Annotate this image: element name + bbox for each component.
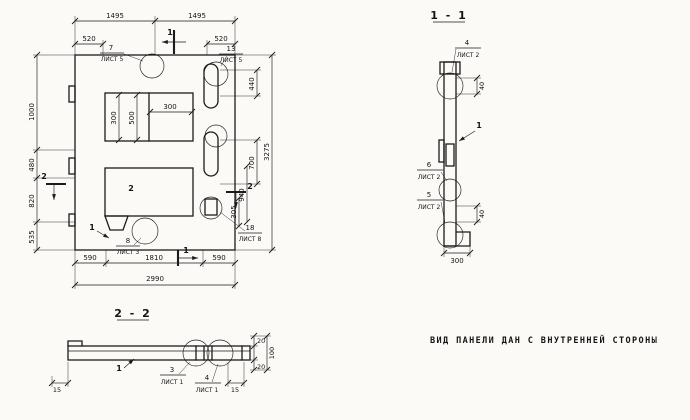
s11-callout-top-num: 4 (465, 39, 470, 47)
callout-right-sheet: ЛИСТ 8 (239, 236, 262, 243)
section-2-2-detail-circles (182, 339, 234, 367)
section-2-2-profile (67, 340, 251, 361)
left-lug-bottom (68, 213, 76, 227)
item-mark-1: 1 (89, 223, 95, 232)
dim-590-left: 590 (83, 254, 96, 262)
s22-dim-15-right: 15 (231, 386, 239, 394)
plan-detail-circles (131, 53, 229, 245)
left-lug-top (68, 85, 76, 103)
s11-callout-bottom-sheet: ЛИСТ 2 (418, 204, 441, 211)
callout-right-num: 18 (246, 224, 255, 232)
s22-callout-right-num: 4 (205, 374, 210, 382)
dim-3275: 3275 (263, 143, 271, 161)
section-1-1: 1 - 1 4 ЛИСТ 2 6 ЛИСТ 2 5 ЛИСТ 2 1 (417, 9, 486, 265)
section-2-2-title: 2 - 2 (114, 307, 152, 320)
s11-item-mark-1: 1 (476, 121, 482, 130)
detail-circle-top-right (203, 61, 229, 87)
detail-circle-bottom (131, 217, 159, 245)
s22-dim-20-top: 20 (257, 337, 265, 345)
section-bottom-foot (443, 231, 471, 247)
panel-view-note: ВИД ПАНЕЛИ ДАН С ВНУТРЕННЕЙ СТОРОНЫ (430, 334, 658, 346)
s11-callout-mid-sheet: ЛИСТ 2 (418, 174, 441, 181)
section-2-2-dimension-ticks (48, 332, 271, 387)
section-mid-lug (438, 139, 445, 163)
s22-dim-100: 100 (268, 347, 276, 359)
section-mark-1-bottom: 1 (183, 246, 189, 255)
plan-view: 1495 1495 520 520 1000 480 820 535 3275 … (28, 12, 276, 289)
callout-bottom-num: 8 (126, 237, 130, 245)
s11-dim-40-top: 40 (478, 82, 486, 90)
plan-section-marks: 1 1 2 2 (41, 28, 253, 266)
item-mark-2: 2 (128, 184, 134, 193)
dim-305: 305 (230, 205, 238, 218)
dim-1810: 1810 (145, 254, 163, 262)
section-2-2-dimension-lines (52, 336, 268, 384)
detail-circle-top-left (139, 53, 165, 79)
s11-dim-300: 300 (450, 257, 463, 265)
section-mark-2-left: 2 (41, 172, 47, 181)
section-2-2: 2 - 2 1 3 ЛИСТ 1 4 ЛИСТ 1 (48, 307, 276, 394)
dim-1495-left: 1495 (106, 12, 124, 20)
s11-callout-mid-num: 6 (427, 161, 432, 169)
dim-2990: 2990 (146, 275, 164, 283)
plan-callouts: 7 ЛИСТ 5 13 ЛИСТ 5 18 ЛИСТ 8 8 ЛИСТ 3 (100, 44, 262, 256)
s22-callout-left-sheet: ЛИСТ 1 (161, 379, 184, 386)
dim-520-left: 520 (82, 35, 95, 43)
dim-1495-right: 1495 (188, 12, 206, 20)
s11-callout-bottom-num: 5 (427, 191, 431, 199)
dim-440: 440 (248, 77, 256, 90)
callout-top-left-num: 7 (109, 44, 113, 52)
detail-circle-bottom-right (199, 196, 223, 220)
dim-1000: 1000 (28, 103, 36, 121)
detail-circle-right-mid (204, 124, 228, 148)
s22-callout-left-num: 3 (170, 366, 174, 374)
dim-820: 820 (28, 194, 36, 207)
dim-300-vertical: 300 (110, 111, 118, 124)
bottom-recess (104, 215, 129, 231)
section-1-1-extension-lines (443, 77, 481, 257)
dim-520-right: 520 (214, 35, 227, 43)
section-1-1-dimension-ticks (440, 74, 481, 257)
callout-top-left-sheet: ЛИСТ 5 (101, 56, 124, 63)
section-1-1-dimension-lines (444, 78, 478, 254)
s22-dim-15-left: 15 (53, 386, 61, 394)
dim-940: 940 (238, 188, 246, 201)
right-slot-bottom (203, 131, 219, 177)
s11-dim-40-bottom: 40 (478, 210, 486, 218)
section-1-1-profile (438, 61, 471, 247)
section-1-1-detail-circles (436, 72, 464, 249)
s22-dim-20-bottom: 20 (257, 363, 265, 371)
callout-bottom-sheet: ЛИСТ 3 (117, 249, 140, 256)
section-mark-2-right: 2 (247, 182, 253, 191)
s22-left-lip (67, 340, 83, 347)
plan-dimension-ticks (33, 17, 276, 289)
callout-top-right-sheet: ЛИСТ 5 (220, 57, 243, 64)
s11-callout-top-sheet: ЛИСТ 2 (457, 52, 480, 59)
section-mid-insert (445, 143, 455, 167)
section-mark-1-top: 1 (167, 28, 173, 37)
dim-500-vertical: 500 (128, 111, 136, 124)
dim-590-right: 590 (212, 254, 225, 262)
dim-535: 535 (28, 230, 36, 243)
s22-item-mark-1: 1 (116, 364, 122, 373)
section-top-flange (439, 61, 461, 75)
dim-480: 480 (28, 158, 36, 171)
dim-300-horizontal: 300 (163, 103, 176, 111)
left-lug-middle (68, 157, 76, 175)
right-detail-pocket (204, 198, 218, 216)
section-1-1-title: 1 - 1 (430, 9, 468, 22)
plan-extension-lines (33, 16, 276, 289)
opening-bottom (104, 167, 194, 217)
dim-700: 700 (248, 156, 256, 169)
s22-callout-right-sheet: ЛИСТ 1 (196, 387, 219, 394)
callout-top-right-num: 13 (227, 45, 236, 53)
